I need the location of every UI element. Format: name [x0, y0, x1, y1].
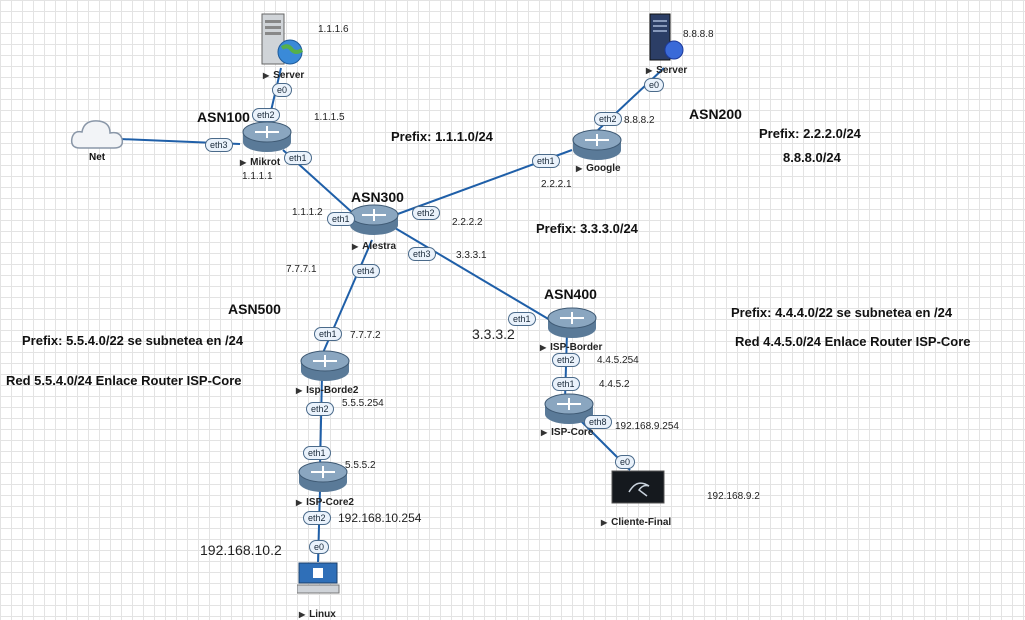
- port-label[interactable]: eth1: [552, 377, 580, 391]
- port-label[interactable]: e0: [309, 540, 330, 554]
- monitor-icon[interactable]: [611, 470, 665, 506]
- ip-label: 192.168.10.2: [200, 542, 282, 558]
- port-label[interactable]: eth1: [508, 312, 536, 326]
- node-label-isp-border: ISP-Border: [540, 342, 602, 353]
- ip-label: 1.1.1.5: [314, 112, 345, 123]
- server-icon[interactable]: [646, 12, 690, 64]
- asn-label: ASN400: [544, 286, 597, 302]
- ip-label: 8.8.8.8: [683, 29, 714, 40]
- port-label[interactable]: eth1: [284, 151, 312, 165]
- node-label-server2: Server: [646, 65, 687, 76]
- prefix-label: Red 5.5.4.0/24 Enlace Router ISP-Core: [6, 373, 242, 388]
- node-label-alestra: Alestra: [352, 241, 396, 252]
- port-label[interactable]: eth2: [594, 112, 622, 126]
- port-label[interactable]: eth1: [532, 154, 560, 168]
- port-label[interactable]: eth3: [205, 138, 233, 152]
- link-alestra-ispborder[interactable]: [394, 227, 551, 321]
- prefix-label: Red 4.4.5.0/24 Enlace Router ISP-Core: [735, 334, 971, 349]
- node-label-net: Net: [89, 152, 106, 163]
- prefix-label: Prefix: 3.3.3.0/24: [536, 221, 638, 236]
- port-label[interactable]: eth4: [352, 264, 380, 278]
- node-label-google: Google: [576, 163, 620, 174]
- ip-label: 3.3.3.2: [472, 326, 515, 342]
- node-label-isp-borde2: Isp-Borde2: [296, 385, 358, 396]
- prefix-label: Prefix: 1.1.1.0/24: [391, 129, 493, 144]
- prefix-label: Prefix: 4.4.4.0/22 se subnetea en /24: [731, 305, 953, 320]
- ip-label: 5.5.5.254: [342, 398, 384, 409]
- port-label[interactable]: eth1: [303, 446, 331, 460]
- node-label-isp-core: ISP-Core: [541, 427, 593, 438]
- port-label[interactable]: eth8: [584, 415, 612, 429]
- port-label[interactable]: eth2: [303, 511, 331, 525]
- port-label[interactable]: e0: [644, 78, 665, 92]
- router-icon[interactable]: [571, 128, 623, 162]
- ip-label: 5.5.5.2: [345, 460, 376, 471]
- node-label-linux: Linux: [299, 609, 336, 620]
- prefix-label: Prefix: 2.2.2.0/24: [759, 126, 861, 141]
- prefix-label: Prefix: 5.5.4.0/22 se subnetea en /24: [22, 333, 244, 348]
- ip-label: 1.1.1.1: [242, 171, 273, 182]
- ip-label: 2.2.2.1: [541, 179, 572, 190]
- ip-label: 192.168.9.254: [615, 421, 679, 432]
- asn-label: ASN500: [228, 301, 281, 317]
- ip-label: 1.1.1.6: [318, 24, 349, 35]
- router-icon[interactable]: [348, 203, 400, 237]
- node-label-server1: Server: [263, 70, 304, 81]
- ip-label: 8.8.8.2: [624, 115, 655, 126]
- ip-label: 2.2.2.2: [452, 217, 483, 228]
- port-label[interactable]: eth2: [306, 402, 334, 416]
- server-icon[interactable]: [258, 12, 306, 70]
- port-label[interactable]: eth2: [412, 206, 440, 220]
- cloud-icon[interactable]: [70, 118, 126, 152]
- ip-label: 1.1.1.2: [292, 207, 323, 218]
- ip-label: 192.168.9.2: [707, 491, 760, 502]
- port-label[interactable]: e0: [615, 455, 636, 469]
- prefix-label: 8.8.8.0/24: [783, 150, 841, 165]
- node-label-mikrotik: Mikrot: [240, 157, 280, 168]
- port-label[interactable]: eth1: [327, 212, 355, 226]
- port-label[interactable]: eth1: [314, 327, 342, 341]
- node-label-cliente-final: Cliente-Final: [601, 517, 671, 528]
- port-label[interactable]: eth3: [408, 247, 436, 261]
- computer-icon[interactable]: [297, 562, 341, 598]
- router-icon[interactable]: [546, 306, 598, 340]
- router-icon[interactable]: [297, 460, 349, 494]
- ip-label: 3.3.3.1: [456, 250, 487, 261]
- ip-label: 7.7.7.1: [286, 264, 317, 275]
- asn-label: ASN100: [197, 109, 250, 125]
- asn-label: ASN200: [689, 106, 742, 122]
- asn-label: ASN300: [351, 189, 404, 205]
- ip-label: 192.168.10.254: [338, 511, 422, 525]
- router-icon[interactable]: [241, 120, 293, 154]
- router-icon[interactable]: [543, 392, 595, 426]
- router-icon[interactable]: [299, 349, 351, 383]
- port-label[interactable]: eth2: [552, 353, 580, 367]
- ip-label: 4.4.5.2: [599, 379, 630, 390]
- port-label[interactable]: eth2: [252, 108, 280, 122]
- ip-label: 4.4.5.254: [597, 355, 639, 366]
- node-label-isp-core2: ISP-Core2: [296, 497, 354, 508]
- port-label[interactable]: e0: [272, 83, 293, 97]
- ip-label: 7.7.7.2: [350, 330, 381, 341]
